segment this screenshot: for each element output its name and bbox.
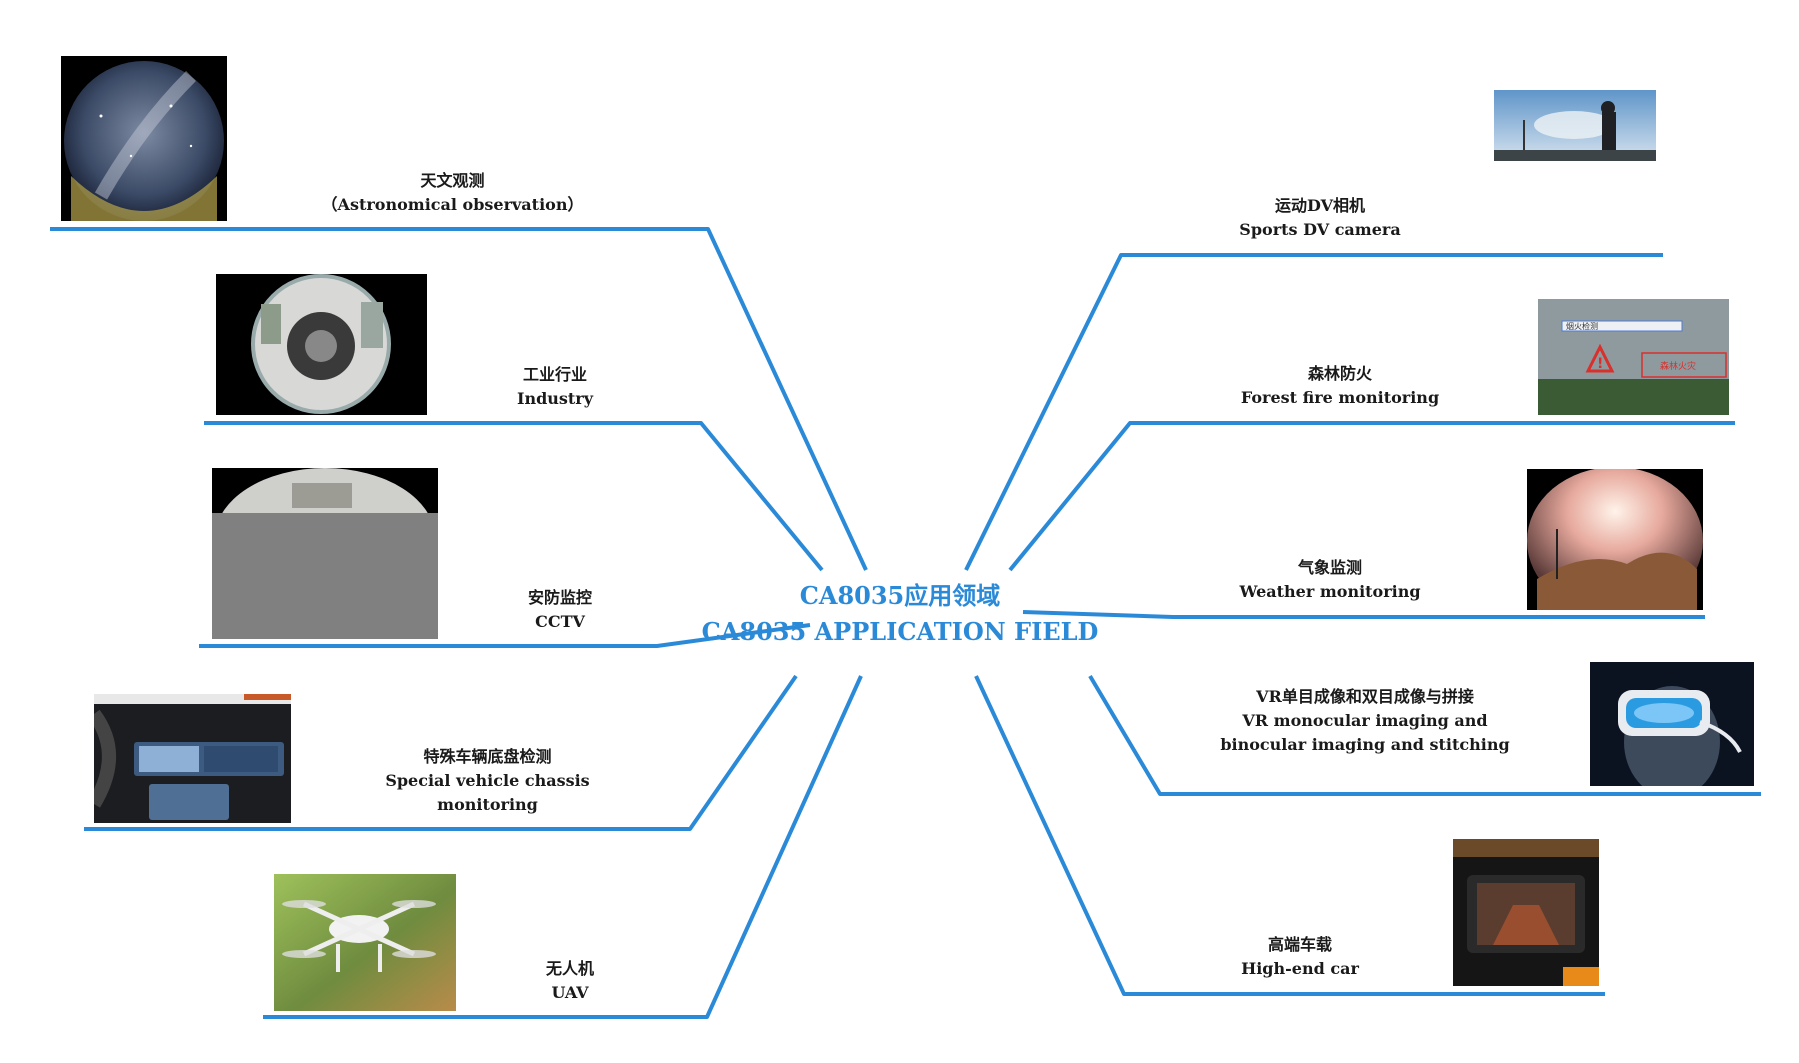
label-industry: 工业行业 Industry <box>516 365 594 408</box>
connector-astronomical <box>50 227 868 571</box>
center-title-cn: CA8035应用领域 <box>799 581 1001 610</box>
label-forest: 森林防火 Forest fire monitoring <box>1240 364 1440 407</box>
connector-industry <box>204 421 824 572</box>
label-vr: VR单目成像和双目成像与拼接 VR monocular imaging and … <box>1220 687 1510 754</box>
svg-text:!: ! <box>1597 356 1603 372</box>
label-weather: 气象监测 Weather monitoring <box>1239 558 1421 601</box>
photo-astronomical <box>61 56 227 221</box>
connector-weather <box>1022 610 1705 619</box>
photo-vehicle <box>94 694 291 823</box>
photo-vr <box>1590 662 1754 786</box>
label-astronomical: 天文观测 （Astronomical observation） <box>321 171 584 214</box>
center-title: CA8035应用领域 CA8035 APPLICATION FIELD <box>655 578 1145 650</box>
connector-cctv <box>199 623 811 648</box>
photo-sports-dv <box>1494 90 1656 161</box>
connector-sports-dv <box>964 253 1663 571</box>
connector-vehicle <box>84 674 798 831</box>
forest-overlay-alert-text: 森林火灾 <box>1660 360 1696 372</box>
connector-uav <box>263 675 863 1019</box>
photo-forest: 烟火检测 ! 森林火灾 <box>1538 299 1729 415</box>
photo-industry <box>216 274 427 415</box>
photo-cctv <box>212 468 438 639</box>
photo-car <box>1453 839 1599 986</box>
label-uav: 无人机 UAV <box>545 959 594 1002</box>
forest-overlay-box-text: 烟火检测 <box>1566 321 1598 331</box>
label-cctv: 安防监控 CCTV <box>527 588 592 631</box>
label-sports-dv: 运动DV相机 Sports DV camera <box>1239 196 1401 239</box>
label-car: 高端车载 High-end car <box>1241 935 1359 978</box>
connector-vr <box>1088 674 1761 796</box>
photo-weather <box>1527 469 1703 610</box>
center-title-en: CA8035 APPLICATION FIELD <box>701 617 1099 646</box>
connector-forest <box>1008 421 1735 572</box>
connector-car <box>974 675 1605 996</box>
label-vehicle: 特殊车辆底盘检测 Special vehicle chassis monitor… <box>385 747 590 814</box>
photo-uav <box>274 874 456 1011</box>
